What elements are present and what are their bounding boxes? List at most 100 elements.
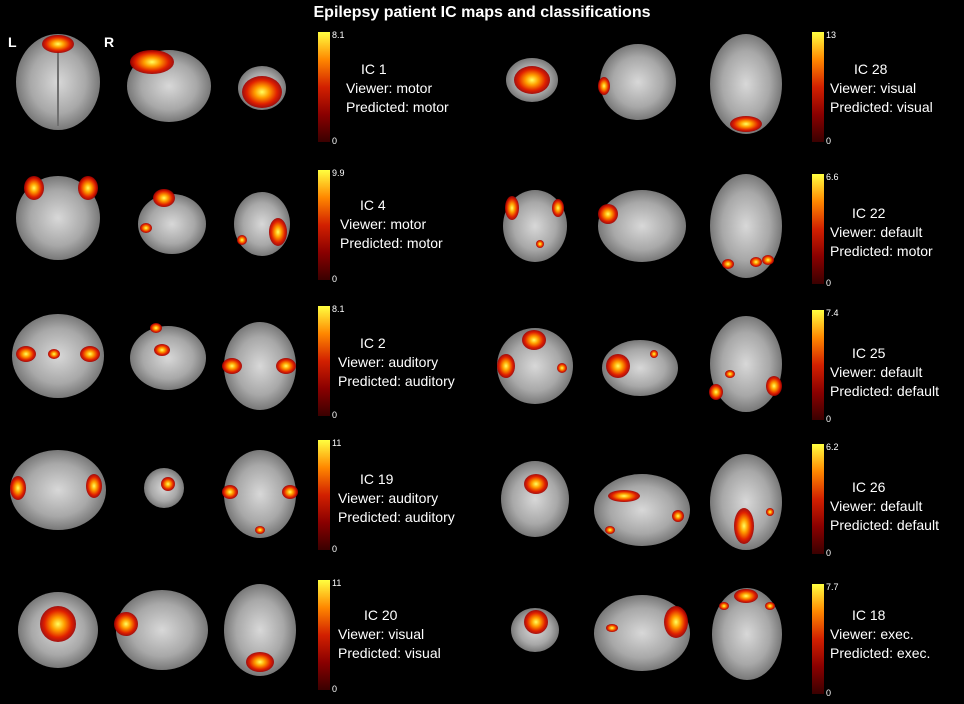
colorbar-min: 0 — [826, 136, 832, 146]
viewer-label: Viewer: auditory — [338, 490, 439, 506]
axial-brain-slice — [710, 34, 782, 134]
colorbar-min: 0 — [826, 548, 832, 558]
coronal-brain-slice — [511, 608, 559, 652]
predicted-label: Predicted: default — [830, 517, 939, 533]
axial-brain-slice — [710, 174, 782, 278]
predicted-label: Predicted: motor — [346, 99, 449, 115]
colorbar-max: 11 — [332, 438, 342, 448]
ic-info: IC 19 Viewer: auditory Predicted: audito… — [338, 470, 455, 527]
predicted-label: Predicted: default — [830, 383, 939, 399]
ic-label: IC 1 — [361, 61, 387, 77]
colorbar-min: 0 — [332, 684, 338, 694]
colorbar-max: 6.6 — [826, 172, 839, 182]
predicted-label: Predicted: auditory — [338, 509, 455, 525]
axial-brain-slice — [710, 454, 782, 550]
ic-label: IC 26 — [852, 479, 886, 495]
colorbar-min: 0 — [826, 278, 832, 288]
colorbar-max: 9.9 — [332, 168, 345, 178]
colorbar: 9.9 0 — [318, 168, 345, 284]
colorbar-max: 13 — [826, 30, 837, 40]
sagittal-brain-slice — [602, 340, 678, 396]
figure-title: Epilepsy patient IC maps and classificat… — [313, 4, 651, 21]
colorbar-max: 7.7 — [826, 582, 839, 592]
viewer-label: Viewer: exec. — [830, 626, 914, 642]
ic-info: IC 4 Viewer: motor Predicted: motor — [340, 196, 443, 253]
axial-brain-slice — [238, 66, 286, 110]
sagittal-brain-slice — [144, 468, 184, 508]
axial-brain-slice — [222, 450, 298, 538]
right-orientation-label: R — [104, 34, 115, 50]
ic-info: IC 26 Viewer: default Predicted: default — [830, 478, 939, 535]
sagittal-brain-slice — [598, 44, 676, 120]
coronal-brain-slice — [16, 176, 100, 260]
colorbar: 7.4 0 — [812, 308, 839, 424]
viewer-label: Viewer: auditory — [338, 354, 439, 370]
coronal-brain-slice — [18, 592, 98, 668]
viewer-label: Viewer: motor — [340, 216, 427, 232]
sagittal-brain-slice — [127, 50, 211, 122]
sagittal-brain-slice — [130, 323, 206, 390]
predicted-label: Predicted: exec. — [830, 645, 931, 661]
colorbar-min: 0 — [826, 688, 832, 698]
colorbar-max: 11 — [332, 578, 342, 588]
sagittal-brain-slice — [594, 595, 690, 671]
colorbar-max: 6.2 — [826, 442, 839, 452]
colorbar: 6.2 0 — [812, 442, 839, 558]
sagittal-brain-slice — [138, 189, 206, 254]
coronal-brain-slice — [10, 450, 106, 530]
colorbar-max: 8.1 — [332, 304, 345, 314]
axial-brain-slice — [234, 192, 290, 256]
ic-label: IC 19 — [360, 471, 394, 487]
ic-info: IC 2 Viewer: auditory Predicted: auditor… — [338, 334, 455, 391]
axial-brain-slice — [224, 584, 296, 676]
viewer-label: Viewer: visual — [338, 626, 425, 642]
predicted-label: Predicted: visual — [830, 99, 933, 115]
viewer-label: Viewer: visual — [830, 80, 917, 96]
coronal-brain-slice — [503, 190, 567, 262]
ic-label: IC 25 — [852, 345, 886, 361]
coronal-brain-slice — [12, 314, 104, 398]
axial-brain-slice — [222, 322, 296, 410]
colorbar-min: 0 — [332, 136, 338, 146]
colorbar: 13 0 — [812, 30, 836, 146]
ic-info: IC 22 Viewer: default Predicted: motor — [830, 204, 933, 261]
ic-label: IC 20 — [364, 607, 398, 623]
sagittal-brain-slice — [594, 474, 690, 546]
colorbar: 8.1 0 — [318, 30, 345, 146]
sagittal-brain-slice — [598, 190, 686, 262]
predicted-label: Predicted: auditory — [338, 373, 455, 389]
ic-info: IC 18 Viewer: exec. Predicted: exec. — [830, 606, 930, 663]
colorbar: 6.6 0 — [812, 172, 839, 288]
colorbar-min: 0 — [826, 414, 832, 424]
coronal-brain-slice — [506, 58, 558, 102]
colorbar-max: 7.4 — [826, 308, 839, 318]
colorbar: 11 0 — [318, 578, 341, 694]
ic-info: IC 28 Viewer: visual Predicted: visual — [830, 60, 933, 117]
colorbar: 8.1 0 — [318, 304, 345, 420]
ic-label: IC 28 — [854, 61, 888, 77]
colorbar-min: 0 — [332, 544, 338, 554]
ic-info: IC 1 Viewer: motor Predicted: motor — [346, 60, 449, 117]
predicted-label: Predicted: motor — [340, 235, 443, 251]
colorbar: 7.7 0 — [812, 582, 839, 698]
coronal-brain-slice — [501, 461, 569, 537]
colorbar-min: 0 — [332, 274, 338, 284]
ic-label: IC 18 — [852, 607, 886, 623]
coronal-brain-slice — [16, 34, 100, 130]
axial-brain-slice — [709, 316, 782, 412]
predicted-label: Predicted: visual — [338, 645, 441, 661]
sagittal-brain-slice — [114, 590, 208, 670]
viewer-label: Viewer: motor — [346, 80, 433, 96]
ic-label: IC 22 — [852, 205, 886, 221]
axial-brain-slice — [712, 588, 782, 680]
colorbar-min: 0 — [332, 410, 338, 420]
ic-info: IC 20 Viewer: visual Predicted: visual — [338, 606, 441, 663]
viewer-label: Viewer: default — [830, 224, 923, 240]
viewer-label: Viewer: default — [830, 364, 923, 380]
viewer-label: Viewer: default — [830, 498, 923, 514]
colorbar-max: 8.1 — [332, 30, 345, 40]
ic-label: IC 2 — [360, 335, 386, 351]
predicted-label: Predicted: motor — [830, 243, 933, 259]
coronal-brain-slice — [497, 328, 573, 404]
ic-info: IC 25 Viewer: default Predicted: default — [830, 344, 939, 401]
